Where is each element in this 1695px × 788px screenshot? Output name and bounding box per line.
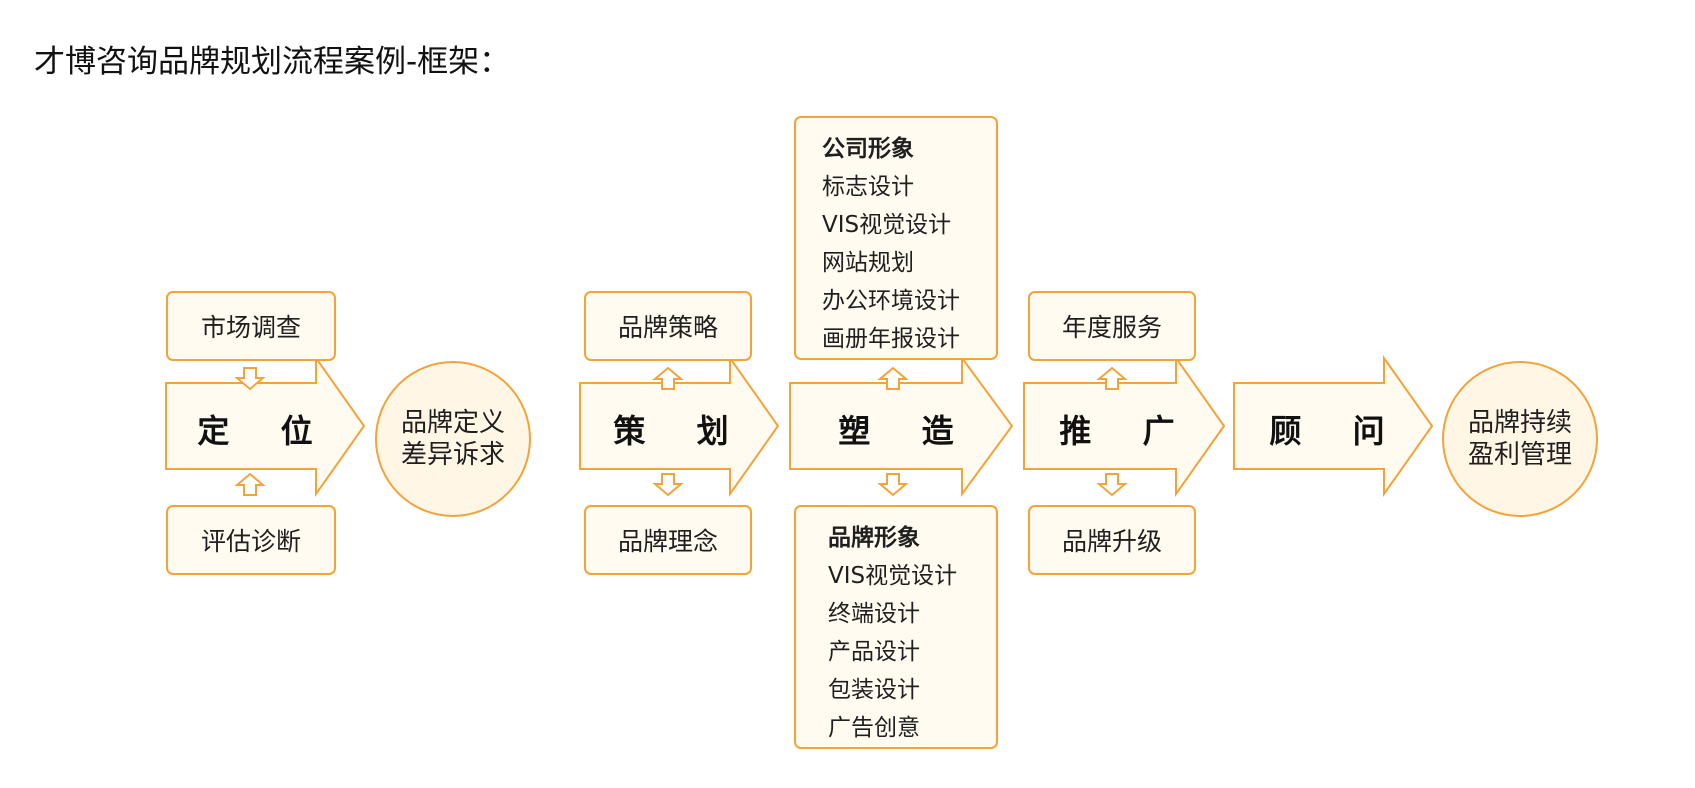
stage-label-tuiguang: 推 广 bbox=[1059, 412, 1195, 450]
circle-line: 盈利管理 bbox=[1467, 440, 1572, 470]
box-label: 年度服务 bbox=[1061, 313, 1162, 342]
circle-line: 品牌持续 bbox=[1467, 408, 1572, 438]
hollow-down-arrow-icon bbox=[877, 473, 909, 497]
arrow-cehua bbox=[579, 354, 780, 498]
arrow-dingwei bbox=[165, 354, 366, 498]
box-brand-upgrade: 品牌升级 bbox=[1028, 505, 1196, 575]
circle-line: 差异诉求 bbox=[400, 440, 505, 470]
circle-line: 品牌定义 bbox=[400, 408, 505, 438]
stage-label-cehua: 策 划 bbox=[613, 412, 749, 450]
hollow-down-arrow-icon bbox=[234, 367, 266, 391]
box-label: 市场调查 bbox=[200, 313, 301, 342]
list-company-image: 公司形象 标志设计 VIS视觉设计 网站规划 办公环境设计 画册年报设计 bbox=[794, 116, 998, 360]
list-item: 网站规划 bbox=[822, 250, 914, 276]
box-evaluation: 评估诊断 bbox=[166, 505, 336, 575]
list-heading: 公司形象 bbox=[822, 136, 914, 162]
list-item: 包装设计 bbox=[828, 677, 920, 703]
stage-label-dingwei: 定 位 bbox=[197, 412, 333, 450]
list-item: 广告创意 bbox=[828, 715, 920, 741]
page-title: 才博咨询品牌规划流程案例-框架： bbox=[34, 44, 511, 80]
list-brand-image: 品牌形象 VIS视觉设计 终端设计 产品设计 包装设计 广告创意 bbox=[794, 505, 998, 749]
list-item: 标志设计 bbox=[822, 174, 914, 200]
box-label: 评估诊断 bbox=[200, 527, 301, 556]
box-label: 品牌策略 bbox=[617, 313, 718, 342]
arrow-guwen bbox=[1233, 354, 1434, 498]
list-item: 产品设计 bbox=[828, 639, 920, 665]
box-label: 品牌理念 bbox=[617, 527, 718, 556]
list-item: VIS视觉设计 bbox=[822, 212, 952, 238]
hollow-up-arrow-icon bbox=[877, 366, 909, 390]
circle-brand-profit: 品牌持续 盈利管理 bbox=[1442, 361, 1598, 517]
hollow-down-arrow-icon bbox=[1096, 473, 1128, 497]
box-brand-concept: 品牌理念 bbox=[584, 505, 752, 575]
list-item: 画册年报设计 bbox=[822, 326, 960, 352]
arrow-tuiguang bbox=[1023, 354, 1226, 498]
list-heading: 品牌形象 bbox=[828, 525, 920, 551]
hollow-up-arrow-icon bbox=[652, 366, 684, 390]
list-item: 终端设计 bbox=[828, 601, 920, 627]
stage-label-suzao: 塑 造 bbox=[838, 412, 974, 450]
list-item: VIS视觉设计 bbox=[828, 563, 958, 589]
circle-brand-definition: 品牌定义 差异诉求 bbox=[375, 361, 531, 517]
box-annual-service: 年度服务 bbox=[1028, 291, 1196, 361]
hollow-up-arrow-icon bbox=[234, 472, 266, 496]
list-item: 办公环境设计 bbox=[822, 288, 960, 314]
box-label: 品牌升级 bbox=[1061, 527, 1162, 556]
arrow-suzao bbox=[789, 354, 1014, 498]
box-market-research: 市场调查 bbox=[166, 291, 336, 361]
hollow-down-arrow-icon bbox=[652, 473, 684, 497]
stage-label-guwen: 顾 问 bbox=[1269, 412, 1405, 450]
hollow-up-arrow-icon bbox=[1096, 366, 1128, 390]
box-brand-strategy: 品牌策略 bbox=[584, 291, 752, 361]
